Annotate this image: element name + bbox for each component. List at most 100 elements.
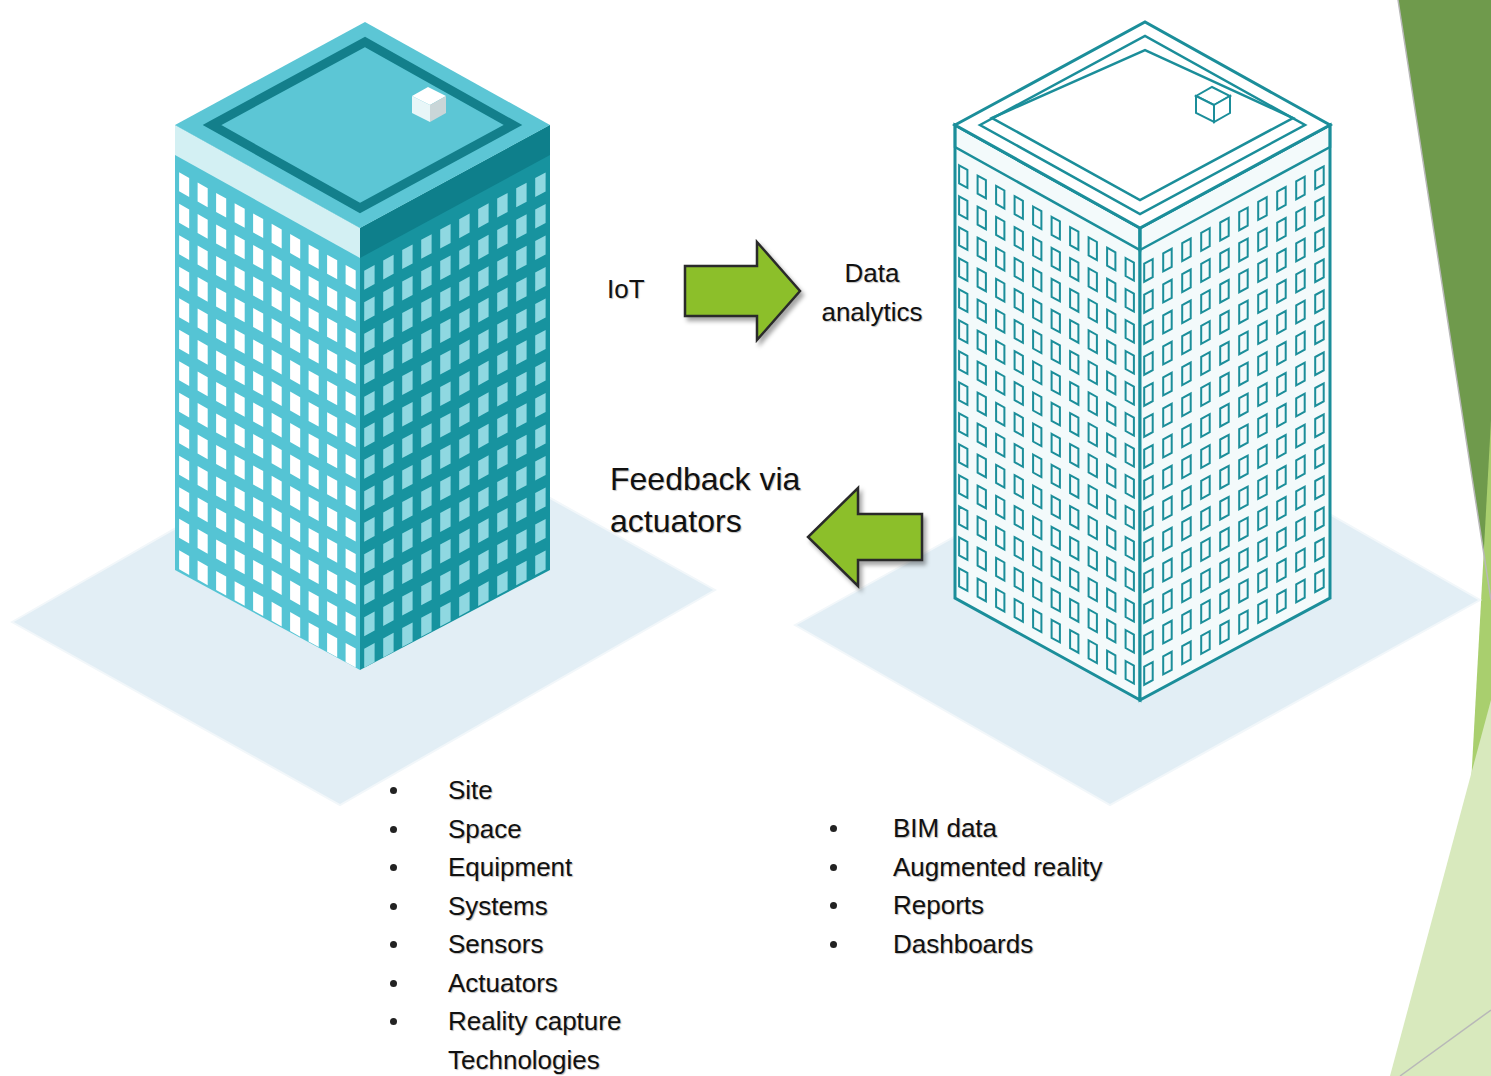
window xyxy=(1258,538,1267,561)
window xyxy=(959,475,967,498)
window xyxy=(478,424,488,449)
window xyxy=(179,487,189,512)
window xyxy=(198,403,208,428)
window xyxy=(1052,341,1060,364)
window xyxy=(383,381,393,406)
window xyxy=(497,445,507,470)
window xyxy=(497,193,507,218)
window xyxy=(346,297,356,322)
window xyxy=(1163,280,1172,303)
bullet-dot xyxy=(390,787,397,794)
window xyxy=(346,549,356,574)
window xyxy=(383,349,393,374)
window xyxy=(1239,363,1248,386)
window xyxy=(1089,268,1097,291)
window xyxy=(1126,413,1134,436)
window xyxy=(459,214,469,239)
window xyxy=(516,309,526,334)
window xyxy=(364,549,374,574)
window xyxy=(996,527,1004,550)
window xyxy=(216,445,226,470)
window xyxy=(402,308,412,333)
bullet-dot xyxy=(390,903,397,910)
window xyxy=(1052,248,1060,271)
window xyxy=(346,391,356,416)
window xyxy=(346,328,356,353)
window xyxy=(516,529,526,554)
window xyxy=(1144,631,1153,654)
window xyxy=(478,361,488,386)
window xyxy=(309,276,319,301)
bullet-item: Reports xyxy=(830,886,1193,925)
window xyxy=(497,477,507,502)
window xyxy=(516,214,526,239)
window xyxy=(459,277,469,302)
window xyxy=(402,434,412,459)
window xyxy=(1015,444,1023,467)
window xyxy=(1089,516,1097,539)
window xyxy=(440,224,450,249)
window xyxy=(1144,600,1153,623)
window xyxy=(459,245,469,270)
window xyxy=(1201,476,1210,499)
window xyxy=(1033,393,1041,416)
window xyxy=(1239,518,1248,541)
window xyxy=(1089,454,1097,477)
window xyxy=(364,454,374,479)
window xyxy=(309,370,319,395)
window xyxy=(1107,558,1115,581)
window xyxy=(978,424,986,447)
window xyxy=(1315,476,1324,499)
window xyxy=(253,529,263,554)
window xyxy=(959,258,967,281)
twin-roof-box xyxy=(1196,96,1214,122)
window xyxy=(535,393,545,418)
window xyxy=(978,517,986,540)
window xyxy=(1277,311,1286,334)
bullet-text: Systems xyxy=(448,887,680,926)
window xyxy=(235,455,245,480)
window xyxy=(364,612,374,637)
window xyxy=(383,507,393,532)
window xyxy=(327,475,337,500)
window xyxy=(198,183,208,208)
window xyxy=(478,487,488,512)
window xyxy=(1258,228,1267,251)
window xyxy=(272,381,282,406)
bullet-item: Reality capture Technologies xyxy=(390,1002,680,1076)
window xyxy=(1220,621,1229,644)
window xyxy=(383,633,393,658)
window xyxy=(1239,425,1248,448)
window xyxy=(1126,599,1134,622)
window xyxy=(1296,332,1305,355)
window xyxy=(1015,227,1023,250)
window xyxy=(1277,590,1286,613)
window xyxy=(1163,249,1172,272)
window xyxy=(1052,279,1060,302)
window xyxy=(1089,361,1097,384)
window xyxy=(1315,166,1324,189)
window xyxy=(272,602,282,627)
bullet-text: Space xyxy=(448,810,680,849)
window xyxy=(216,382,226,407)
window xyxy=(1052,372,1060,395)
window xyxy=(402,371,412,396)
window xyxy=(327,412,337,437)
window xyxy=(1107,372,1115,395)
bullet-dot xyxy=(390,980,397,987)
window xyxy=(1089,485,1097,508)
window xyxy=(364,486,374,511)
window xyxy=(383,318,393,343)
window xyxy=(1107,341,1115,364)
window xyxy=(440,507,450,532)
window xyxy=(535,298,545,323)
window xyxy=(198,561,208,586)
window xyxy=(1052,589,1060,612)
window xyxy=(235,329,245,354)
window xyxy=(1144,507,1153,530)
window xyxy=(1144,259,1153,282)
window xyxy=(235,581,245,606)
window xyxy=(309,622,319,647)
